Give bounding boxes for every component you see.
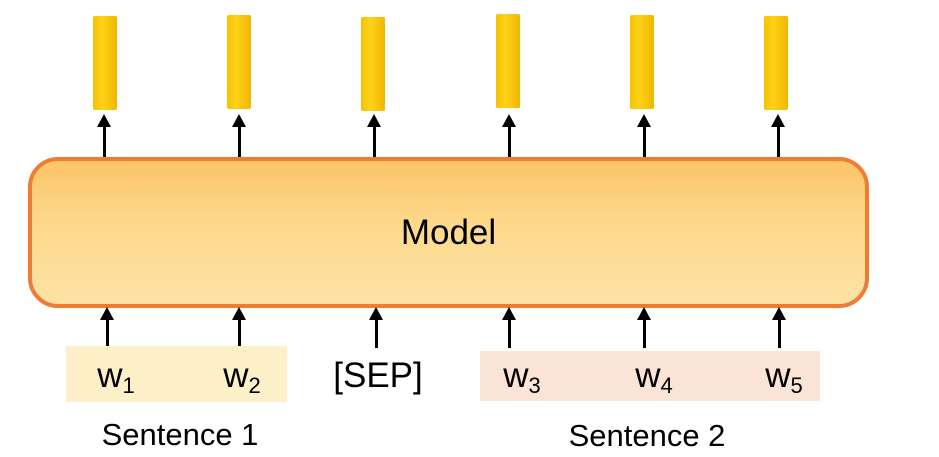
token-w2-sub: 2 [248, 373, 261, 398]
token-w1: w1 [97, 356, 135, 398]
output-vector-sep [361, 17, 385, 111]
sentence-2-label: Sentence 2 [568, 418, 726, 453]
output-vector-5 [764, 16, 788, 110]
token-w3: w3 [503, 356, 541, 398]
token-w2-base: w [223, 356, 249, 395]
output-arrow-5 [771, 114, 785, 157]
sentence-1-label: Sentence 1 [101, 417, 259, 452]
input-arrow-1 [100, 307, 114, 348]
input-arrow-5 [772, 307, 786, 348]
input-arrow-4 [637, 307, 651, 348]
token-sep: [SEP] [333, 356, 422, 396]
output-arrow-2 [232, 114, 246, 157]
input-arrow-3 [502, 307, 516, 348]
model-box: Model [28, 157, 869, 308]
token-w5-sub: 5 [790, 373, 803, 398]
token-w2: w2 [223, 356, 261, 398]
token-w1-sub: 1 [122, 373, 135, 398]
token-sep-base: [SEP] [333, 356, 423, 395]
output-vector-3 [496, 14, 520, 108]
token-w4-sub: 4 [660, 373, 673, 398]
input-arrow-2 [232, 307, 246, 348]
input-arrow-sep [369, 307, 383, 348]
token-w4-base: w [635, 356, 661, 395]
output-arrow-3 [502, 114, 516, 157]
output-vector-1 [93, 16, 117, 110]
output-vector-2 [227, 15, 251, 109]
token-w3-sub: 3 [528, 373, 541, 398]
model-label: Model [400, 212, 497, 252]
token-w3-base: w [503, 356, 529, 395]
token-w4: w4 [635, 356, 673, 398]
output-arrow-sep [367, 114, 381, 157]
token-w1-base: w [97, 356, 123, 395]
token-w5-base: w [765, 356, 791, 395]
token-w5: w5 [765, 356, 803, 398]
sentence-1-highlight [66, 346, 287, 402]
output-vector-4 [630, 15, 654, 109]
output-arrow-1 [97, 114, 111, 157]
output-arrow-4 [637, 114, 651, 157]
sentence-2-highlight [480, 351, 820, 401]
